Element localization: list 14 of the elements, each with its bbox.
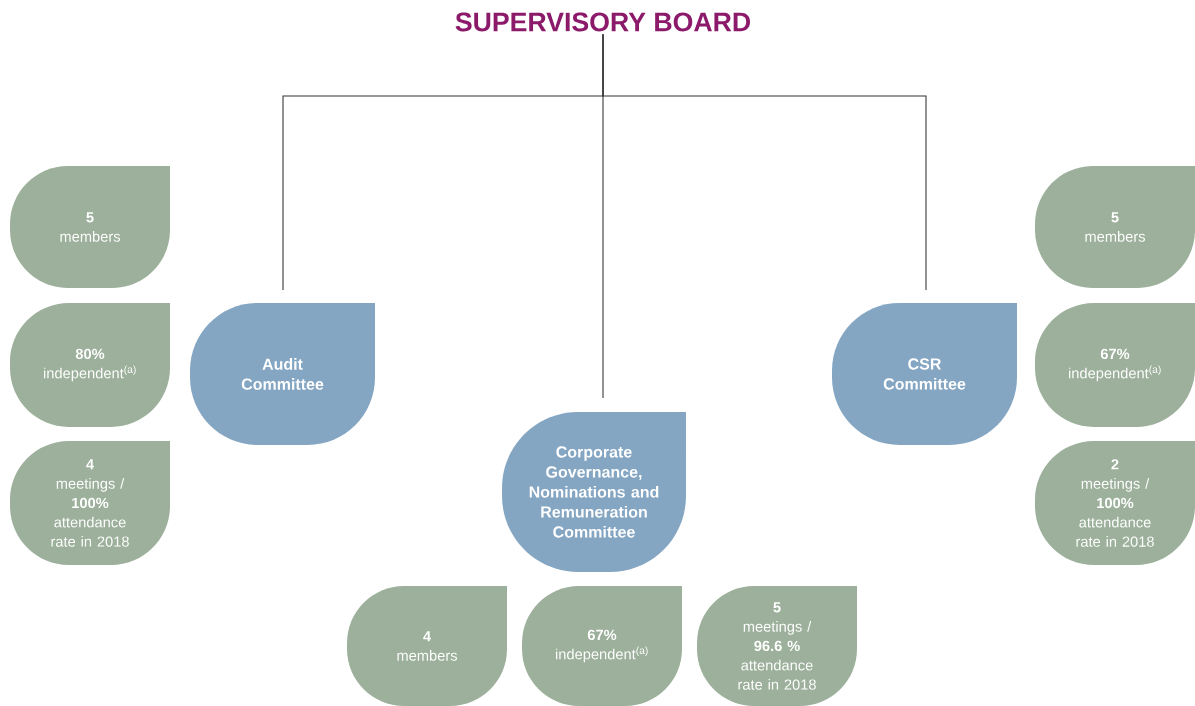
committee-leaf: CSR Committee xyxy=(832,303,1017,445)
stat-leaf: 4 meetings / 100% attendance rate in 2018 xyxy=(10,441,170,565)
stat-leaf: 67% independent$^{(a)}$ xyxy=(1035,303,1195,427)
stat-leaf: 80% independent$^{(a)}$ xyxy=(10,303,170,427)
stat-leaf: 5 members xyxy=(1035,166,1195,288)
committee-leaf: Corporate Governance, Nominations and Remuneration Committee xyxy=(502,412,686,572)
stat-leaf: 2 meetings / 100% attendance rate in 2018 xyxy=(1035,441,1195,565)
stat-leaf: 4 members xyxy=(347,586,507,706)
stat-leaf: 5 meetings / 96.6 % attendance rate in 2018 xyxy=(697,586,857,706)
stat-leaf: 67% independent$^{(a)}$ xyxy=(522,586,682,706)
stat-leaf: 5 members xyxy=(10,166,170,288)
connector-line xyxy=(602,33,927,291)
committee-leaf: Audit Committee xyxy=(190,303,375,445)
board-title: SUPERVISORY BOARD xyxy=(455,12,750,32)
